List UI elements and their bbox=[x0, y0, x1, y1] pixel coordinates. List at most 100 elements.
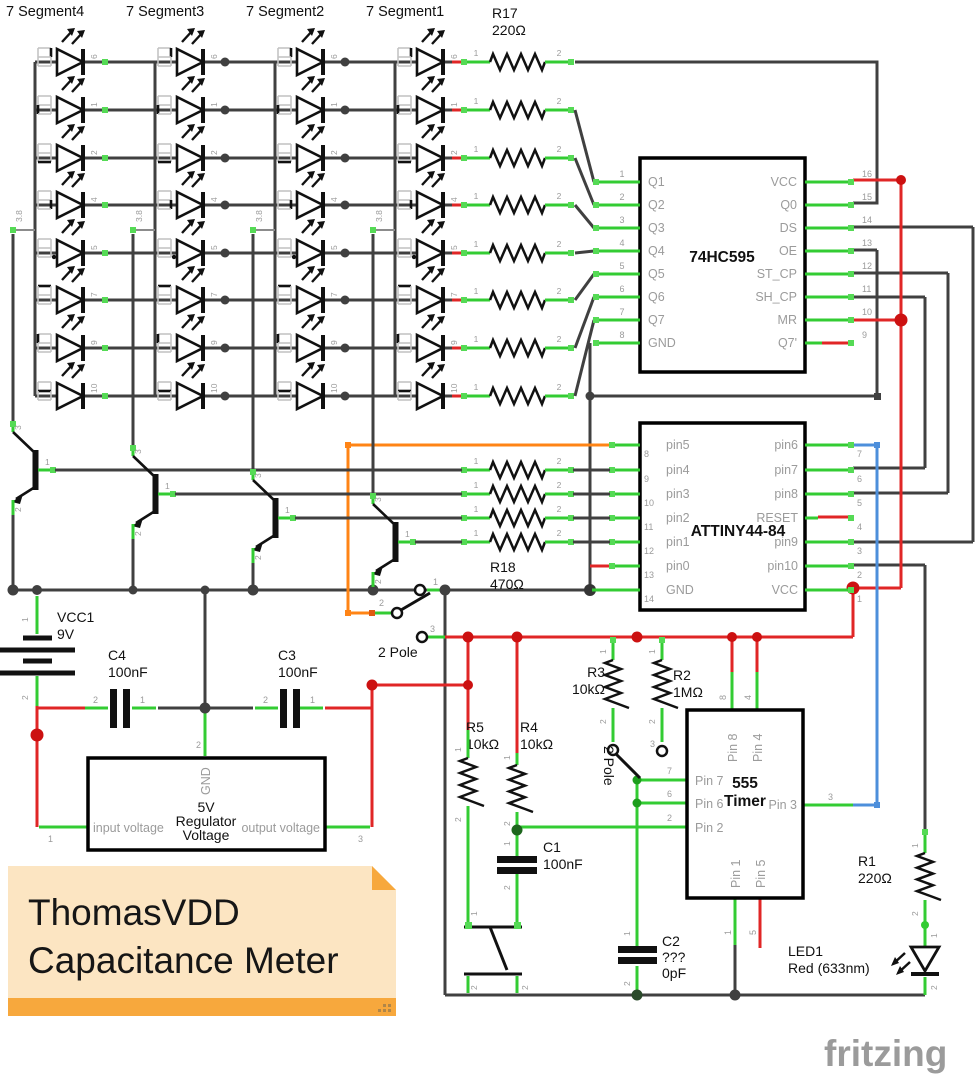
led-seg3-row6[interactable]: 7 bbox=[155, 266, 275, 316]
resistor-r3[interactable]: 12 bbox=[598, 637, 630, 742]
ic-74hc595[interactable]: 74HC595 bbox=[638, 156, 807, 374]
led-seg4-row5[interactable]: 5 bbox=[35, 219, 155, 269]
led-seg4-row8[interactable]: 10 bbox=[35, 362, 155, 412]
led-seg4-row3[interactable]: 2 bbox=[35, 124, 155, 174]
led-seg3-row8[interactable]: 10 bbox=[155, 362, 275, 412]
sticky-note[interactable]: ThomasVDD Capacitance Meter bbox=[8, 866, 396, 1016]
led-seg3-row2[interactable]: 1 bbox=[155, 76, 275, 126]
transistor-1[interactable]: 312 bbox=[10, 421, 462, 590]
led-seg1-row4[interactable]: 4 bbox=[395, 171, 459, 221]
led-seg4-row2[interactable]: 1 bbox=[35, 76, 155, 126]
led-seg1-row1[interactable]: 6 bbox=[395, 28, 459, 78]
led-seg3-row3[interactable]: 2 bbox=[155, 124, 275, 174]
note-resize-grip[interactable] bbox=[378, 1004, 391, 1012]
wires-blue[interactable] bbox=[853, 442, 880, 808]
led-seg1-row2[interactable]: 1 bbox=[395, 76, 459, 126]
resistor-r5[interactable]: 12 bbox=[453, 730, 485, 822]
led-seg4-row1[interactable]: 6 bbox=[35, 28, 155, 78]
capacitor-c1[interactable]: C1 100nF 1 2 bbox=[497, 839, 583, 890]
led-seg2-row3[interactable]: 2 bbox=[275, 124, 395, 174]
led-pin-num: 5 bbox=[209, 245, 219, 250]
led-seg2-row2[interactable]: 1 bbox=[275, 76, 395, 126]
led1[interactable]: LED1 Red (633nm) 1 2 bbox=[788, 921, 942, 990]
c1-name: C1 bbox=[543, 839, 561, 855]
ic-attiny44[interactable]: ATTINY44-84 bbox=[638, 421, 807, 612]
595-left-num: 1 bbox=[619, 169, 624, 179]
attiny-left-label: pin1 bbox=[666, 535, 690, 549]
led-seg1-row3[interactable]: 2 bbox=[395, 124, 459, 174]
r17-pad1-num: 1 bbox=[474, 48, 479, 58]
resistor-r4[interactable]: 12 bbox=[502, 753, 534, 826]
ic-555-timer[interactable]: 555 Timer Pin 7 Pin 6 Pin 2 7 6 2 Pin 3 … bbox=[667, 695, 833, 935]
led-seg4-row4[interactable]: 4 bbox=[35, 171, 155, 221]
switch-2pole-2[interactable]: 3 2 Pole bbox=[601, 739, 669, 786]
transistor-pin3-num: 3 bbox=[133, 449, 143, 454]
led-seg1-row8[interactable]: 10 bbox=[395, 362, 459, 412]
595-left-num: 8 bbox=[619, 330, 624, 340]
led-seg2-row7[interactable]: 9 bbox=[275, 314, 395, 364]
ic-attiny44-name: ATTINY44-84 bbox=[691, 523, 786, 540]
battery-pin1-num: 1 bbox=[20, 617, 30, 622]
capacitor-c2[interactable]: C2 ??? 0pF 1 2 bbox=[618, 931, 686, 986]
ic-555-pin3-label: Pin 3 bbox=[769, 798, 798, 812]
attiny-right-num: 5 bbox=[857, 498, 862, 508]
led-seg2-row4[interactable]: 4 bbox=[275, 171, 395, 221]
voltage-regulator[interactable]: GND 5V Regulator Voltage input voltage o… bbox=[48, 740, 363, 852]
led-seg3-row1[interactable]: 6 bbox=[155, 28, 275, 78]
transistor-4[interactable]: 312 bbox=[370, 493, 462, 590]
capacitor-c4[interactable]: C4 100nF 2 1 bbox=[93, 647, 148, 728]
r17-pad1-num: 1 bbox=[474, 191, 479, 201]
wires-orange[interactable] bbox=[345, 442, 610, 616]
led-seg4-row7[interactable]: 9 bbox=[35, 314, 155, 364]
ic-555-pin6-label: Pin 6 bbox=[695, 797, 724, 811]
led-seg3-row4[interactable]: 4 bbox=[155, 171, 275, 221]
resistor-r2[interactable]: 12 bbox=[647, 637, 679, 742]
led-seg3-row7[interactable]: 9 bbox=[155, 314, 275, 364]
transistor-3[interactable]: 312 bbox=[250, 469, 462, 590]
led-seg2-row5[interactable]: 5 bbox=[275, 219, 395, 269]
attiny-right-label: RESET bbox=[756, 511, 798, 525]
led-seg4-row6[interactable]: 7 bbox=[35, 266, 155, 316]
ic-555-pin7-num: 7 bbox=[667, 766, 672, 776]
c4-value: 100nF bbox=[108, 664, 148, 680]
capacitor-c3[interactable]: C3 100nF 2 1 bbox=[263, 647, 318, 728]
switch-push[interactable]: 1 2 2 bbox=[464, 911, 530, 990]
led-seg2-row8[interactable]: 10 bbox=[275, 362, 395, 412]
segment-glyph-icon bbox=[37, 47, 53, 67]
led-seg1-row5[interactable]: 5 bbox=[395, 219, 459, 269]
switch-2pole-1[interactable]: 1 2 3 2 Pole bbox=[378, 577, 438, 660]
battery-vcc1[interactable]: VCC1 9V 1 2 bbox=[0, 609, 95, 700]
led-seg1-row7[interactable]: 9 bbox=[395, 314, 459, 364]
wires-green[interactable] bbox=[35, 588, 927, 995]
led-pin-num: 6 bbox=[449, 54, 459, 59]
wires-dark[interactable] bbox=[13, 60, 975, 997]
regulator-pin2-num: 2 bbox=[196, 740, 201, 750]
resistor-r1[interactable]: 12 bbox=[910, 829, 942, 916]
attiny-left-label: pin4 bbox=[666, 463, 690, 477]
transistor-pin3-num: 3 bbox=[253, 473, 263, 478]
led-seg2-row6[interactable]: 7 bbox=[275, 266, 395, 316]
led-seg3-row5[interactable]: 5 bbox=[155, 219, 275, 269]
led-seg1-row6[interactable]: 7 bbox=[395, 266, 459, 316]
transistor-2[interactable]: 312 bbox=[130, 445, 462, 590]
c2-pin1-num: 1 bbox=[622, 931, 632, 936]
595-left-label: Q7 bbox=[648, 313, 665, 327]
led-seg2-row1[interactable]: 6 bbox=[275, 28, 395, 78]
